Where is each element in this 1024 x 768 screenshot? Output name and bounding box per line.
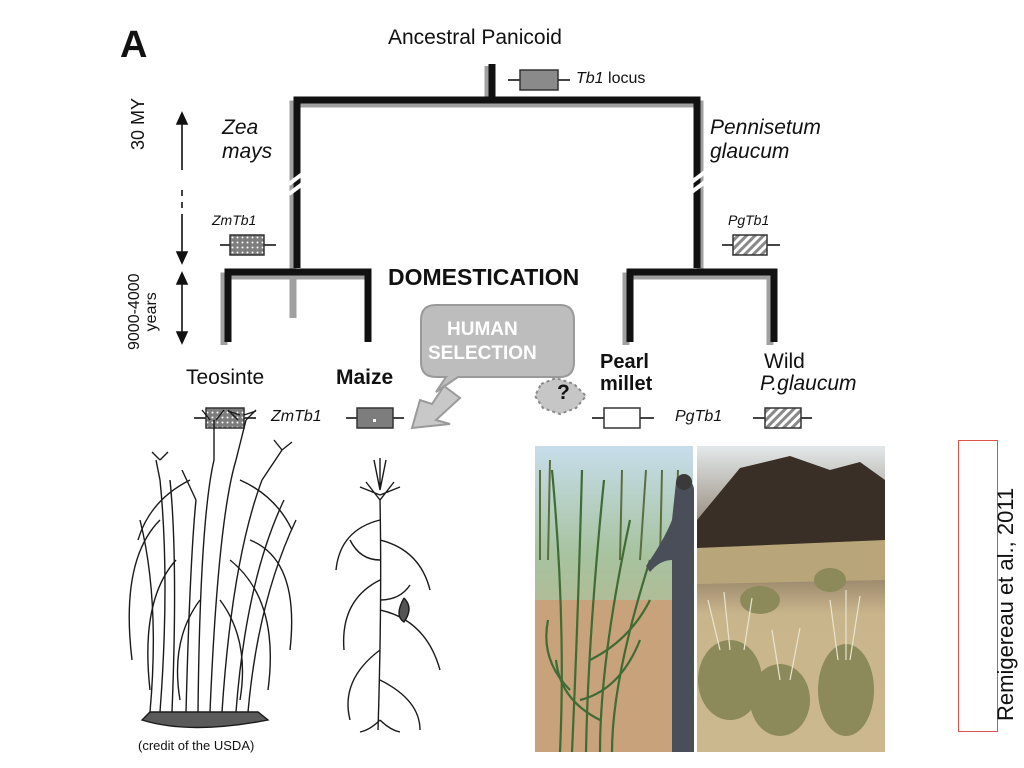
locus-gene-name: Tb1 (576, 70, 604, 87)
zea-mays-line1: Zea (222, 116, 259, 139)
wild-glaucum-line2: P.glaucum (760, 372, 857, 395)
timescale-short-line1: 9000-4000 (126, 273, 143, 350)
timescale-short-line2: years (143, 292, 160, 332)
question-mark: ? (557, 381, 570, 404)
wild-glaucum-gene-box (753, 407, 812, 429)
maize-gene-box (346, 407, 404, 429)
pgtb1-top-gene-box (722, 234, 780, 256)
zea-mays-line2: mays (222, 140, 273, 163)
pennisetum-line2: glaucum (710, 140, 790, 163)
pennisetum-line1: Pennisetum (710, 116, 821, 139)
pgtb1-top-label: PgTb1 (728, 212, 770, 228)
photo-credit: (credit of the USDA) (138, 738, 255, 753)
human-selection-line2: SELECTION (428, 343, 537, 364)
locus-suffix: locus (608, 70, 646, 87)
domestication-label: DOMESTICATION (388, 264, 580, 290)
citation-text: Remigereau et al., 2011 (993, 487, 1018, 721)
human-selection-bubble (410, 304, 588, 430)
pearl-millet-photo (535, 446, 694, 753)
teosinte-illustration (128, 409, 297, 729)
panel-label: A (120, 24, 148, 66)
tb1-locus-label: Tb1 locus (576, 70, 645, 88)
wild-glaucum-line1: Wild (764, 350, 805, 373)
timescale-arrows (175, 111, 189, 345)
pearl-millet-gene-box (592, 407, 654, 429)
zmtb1-bottom-label: ZmTb1 (271, 408, 322, 425)
maize-illustration (335, 458, 441, 733)
human-selection-label: HUMAN SELECTION (428, 318, 537, 366)
tree-branch-shadows (220, 66, 774, 345)
tb1-locus-gene-box (508, 69, 570, 91)
maize-label: Maize (336, 366, 394, 389)
root-node-label: Ancestral Panicoid (388, 26, 562, 49)
human-selection-line1: HUMAN (447, 319, 518, 340)
timescale-long-label: 30 MY (128, 97, 148, 150)
wild-glaucum-photo (697, 446, 885, 752)
citation-box: Remigereau et al., 2011 (958, 440, 1018, 732)
zmtb1-top-gene-box (220, 234, 276, 256)
zmtb1-top-label: ZmTb1 (212, 212, 257, 228)
teosinte-label: Teosinte (186, 366, 265, 389)
branch-break-marks (287, 170, 707, 196)
pearl-millet-line1: Pearl (600, 351, 649, 373)
pgtb1-bottom-label: PgTb1 (675, 408, 723, 425)
tree-branches (224, 64, 778, 342)
pearl-millet-line2: millet (600, 373, 653, 395)
